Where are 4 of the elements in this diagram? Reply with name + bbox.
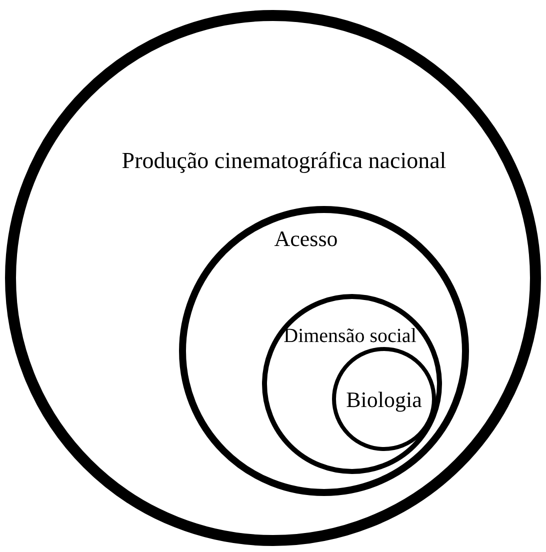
circle-label: Produção cinematográfica nacional [122,149,446,172]
circle-label: Dimensão social [284,326,416,346]
circle-label: Acesso [274,228,338,250]
circle-label: Biologia [346,389,422,411]
